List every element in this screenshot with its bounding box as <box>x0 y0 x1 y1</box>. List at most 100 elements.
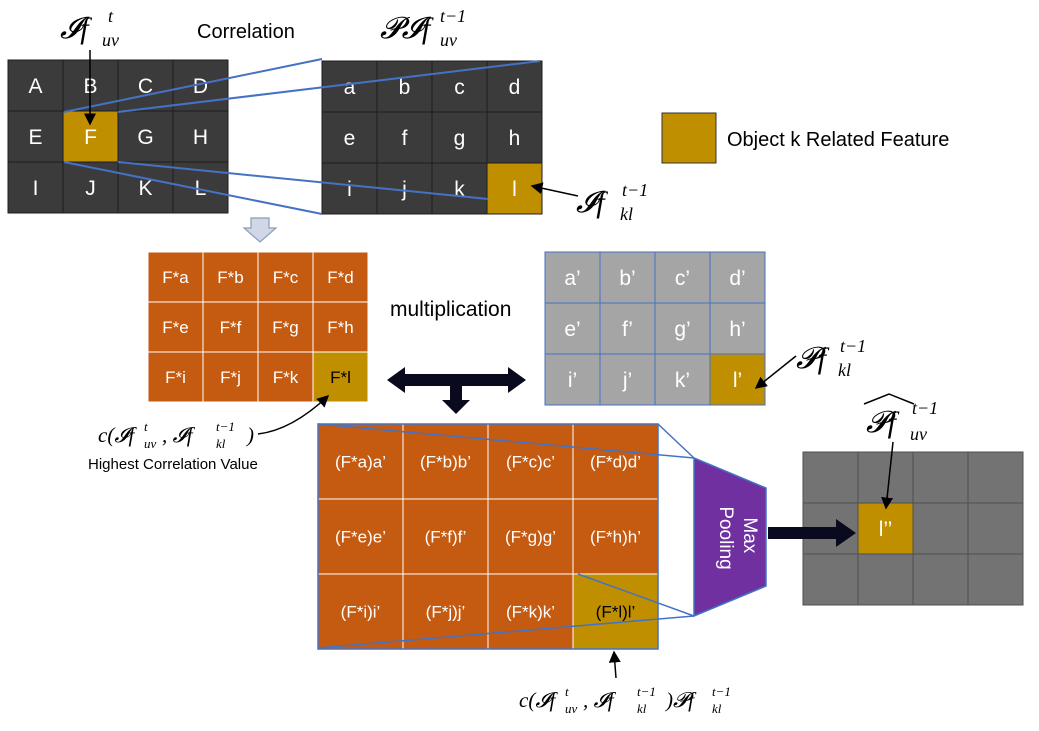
current-frame-cell-label: F <box>84 126 97 149</box>
correlation-map-cell-label: F*g <box>272 318 298 337</box>
previous-frame-cell <box>376 60 433 113</box>
projection-line-3 <box>63 161 323 215</box>
math-if-t-uv-sub: uv <box>102 30 119 50</box>
projection-line-4 <box>117 161 489 200</box>
previous-frame-cell <box>321 111 378 164</box>
hat-accent <box>863 393 915 405</box>
correlation-projection-lines <box>63 58 541 215</box>
math-pf-hat-sup: t−1 <box>912 398 938 418</box>
math-pi-f-prev: 𝓟𝓘f t−1 uv <box>380 6 466 50</box>
current-frame-cell-label: D <box>193 75 208 98</box>
product-map-cell <box>317 573 404 650</box>
projection-line-1 <box>63 58 323 113</box>
previous-frame-cell-label: k <box>454 178 465 201</box>
product-map-cell-label: (F*d)d’ <box>590 453 641 472</box>
current-frame-cell-label: G <box>137 126 153 149</box>
current-frame-cell-label: J <box>85 177 96 200</box>
math-if-t-uv-sup: t <box>108 6 114 26</box>
math-pf-hat-sub: uv <box>910 424 927 444</box>
previous-frame-cell <box>431 162 488 215</box>
correlation-map-cell-label: F*b <box>217 268 243 287</box>
math-if-t-uv: 𝓘f t uv <box>60 6 119 50</box>
corr-expr-t: t <box>144 419 148 434</box>
output-cell-label: l’’ <box>879 518 893 541</box>
previous-frame-cell <box>321 162 378 215</box>
product-map-cell-label: (F*a)a’ <box>335 453 386 472</box>
current-frame-cell <box>7 59 64 112</box>
product-map-cell-label: (F*f)f’ <box>425 528 467 547</box>
corr-expr-kl: kl <box>216 436 226 451</box>
correlation-map-cell-label: F*j <box>220 368 241 387</box>
double-arrow-stem <box>442 386 470 414</box>
pool-line-4 <box>657 423 695 459</box>
prev-feature-cell-label: d’ <box>729 267 745 290</box>
product-map-cell-label: (F*j)j’ <box>426 603 466 622</box>
previous-frame-cell-label: f <box>402 127 408 150</box>
current-frame-cell-label: I <box>33 177 39 200</box>
prev-feature-cell-label: f’ <box>622 318 633 341</box>
correlation-map-cell-label: F*a <box>162 268 189 287</box>
corr-expr-part-a: c(𝓘f <box>98 423 138 447</box>
correlation-map-cell <box>202 251 259 303</box>
product-map-cell <box>487 498 574 575</box>
product-map-cell <box>572 498 659 575</box>
product-map-cell-label: (F*b)b’ <box>420 453 471 472</box>
product-map-cell-label: (F*e)e’ <box>335 528 386 547</box>
grid-current-frame: ABCDEFGHIJKL <box>7 59 229 214</box>
previous-frame-cell <box>431 111 488 164</box>
output-cell <box>912 451 969 504</box>
correlation-map-cell-label: F*i <box>165 368 186 387</box>
correlation-map-cell-label: F*h <box>327 318 353 337</box>
pointer-arrow-lprime <box>754 355 797 389</box>
down-block-arrow <box>242 217 278 243</box>
current-frame-cell <box>7 161 64 214</box>
current-frame-cell-label: K <box>138 177 152 200</box>
current-frame-cell-label: E <box>28 126 42 149</box>
current-frame-cell <box>117 161 174 214</box>
prev-feature-cell-label: i’ <box>568 369 577 392</box>
bottom-expr-c: )𝓟f <box>665 688 697 712</box>
pooling-output-arrow <box>768 519 856 547</box>
math-pi-f-base: 𝓟𝓘f <box>380 12 434 45</box>
product-map-cell <box>487 573 574 650</box>
output-cell <box>967 502 1024 555</box>
product-map-border <box>317 423 659 650</box>
math-pf-kl: 𝓟f t−1 kl <box>796 336 866 380</box>
math-pf-kl-base: 𝓟f <box>796 342 830 375</box>
bottom-expr-t1: t−1 <box>637 684 656 699</box>
correlation-map-cell <box>202 351 259 403</box>
multiplication-label: multiplication <box>390 298 511 321</box>
prev-feature-cell-label: j’ <box>622 369 632 392</box>
correlation-map-cell-label: F*c <box>273 268 299 287</box>
pool-line-3 <box>577 573 695 617</box>
previous-frame-cell-label: a <box>344 76 356 99</box>
correlation-map-cell <box>312 351 369 403</box>
math-pi-f-sub: uv <box>440 30 457 50</box>
output-cell <box>857 553 914 606</box>
grid-product-map: (F*a)a’ (F*b)b’ (F*c)c’ (F*d)d’ (F*e)e’ (F*f)… <box>317 423 659 650</box>
previous-frame-cell-label: g <box>454 127 466 150</box>
math-corr-expr: c(𝓘f t uv , 𝓘f t−1 kl ) <box>98 419 254 451</box>
correlation-map-cell-label: F*f <box>220 318 242 337</box>
product-map-cell-label: (F*c)c’ <box>506 453 555 472</box>
math-if-kl-sup: t−1 <box>622 180 648 200</box>
previous-frame-cell-label: b <box>399 76 411 99</box>
product-map-cell <box>402 423 489 500</box>
bottom-expr-kl: kl <box>637 701 647 716</box>
output-cell <box>967 451 1024 504</box>
math-pf-kl-sup: t−1 <box>840 336 866 356</box>
grid-previous-feature: a’b’c’d’e’f’g’h’i’j’k’l’ <box>544 251 766 406</box>
correlation-label: Correlation <box>197 21 295 43</box>
product-map-cell-label: (F*h)h’ <box>590 528 641 547</box>
output-cell <box>912 553 969 606</box>
output-cell <box>967 553 1024 606</box>
prev-feature-cell-label: b’ <box>619 267 635 290</box>
pool-line-2 <box>317 615 695 649</box>
correlation-map-cell-label: F*d <box>327 268 353 287</box>
max-pooling-block <box>693 456 767 618</box>
combine-arrow <box>387 367 526 414</box>
current-frame-cell-label: H <box>193 126 208 149</box>
